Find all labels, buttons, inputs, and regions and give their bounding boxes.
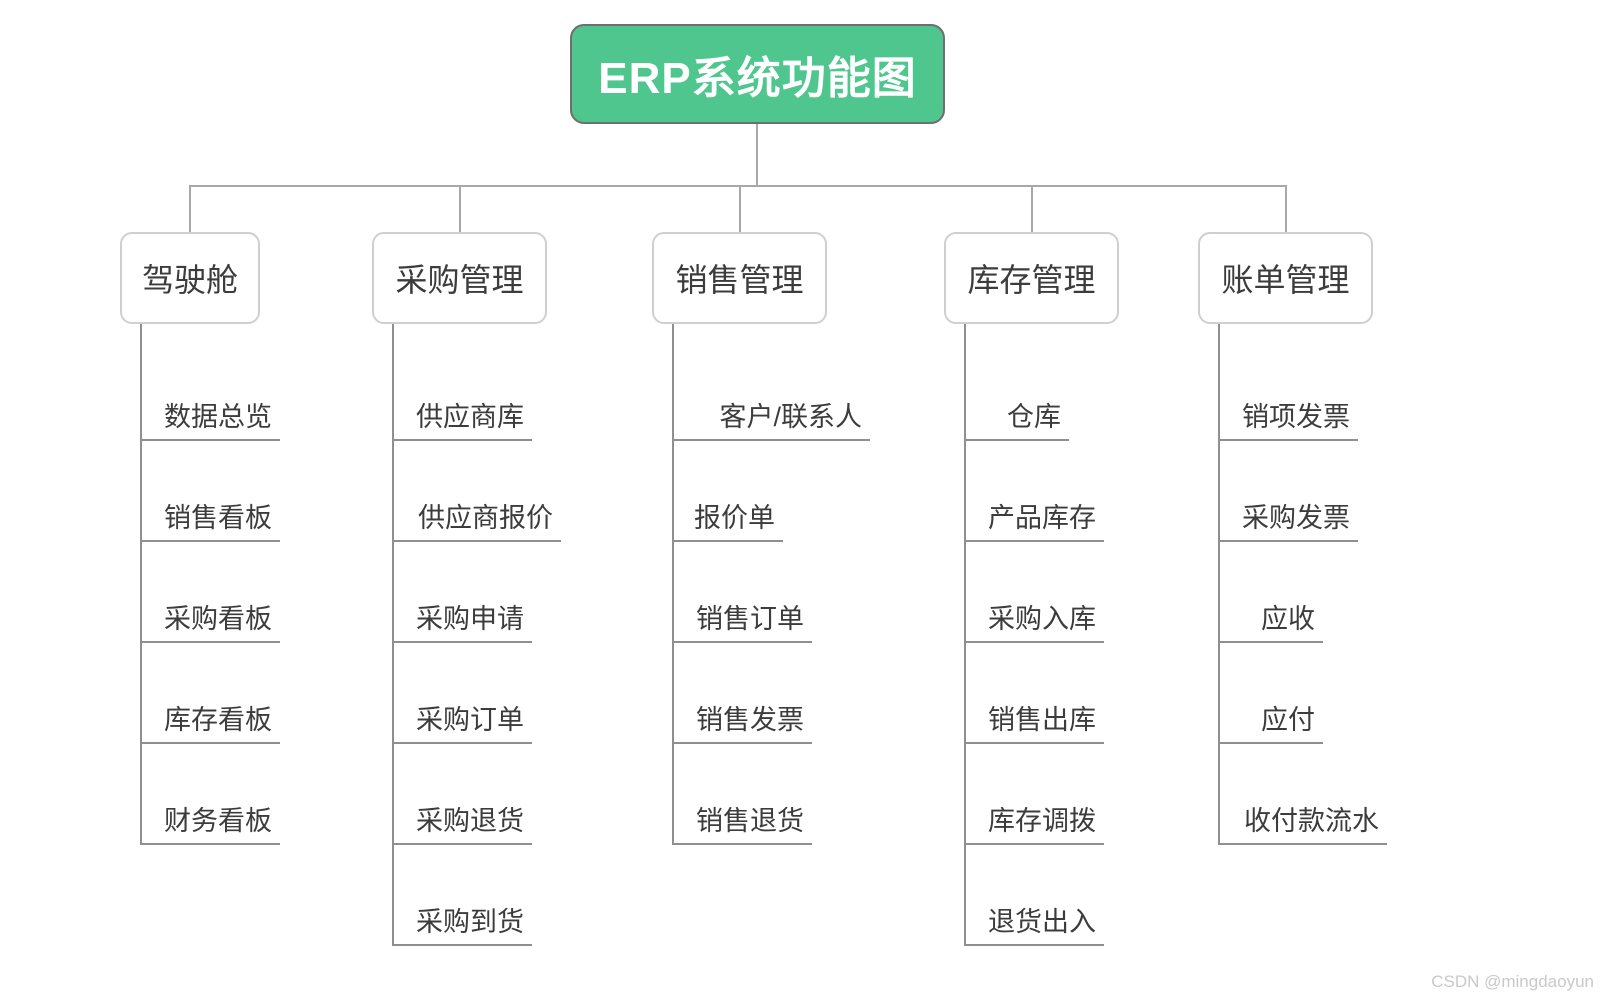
leaf-spine <box>140 340 142 845</box>
leaf-item[interactable]: 产品库存 <box>964 441 1104 542</box>
leaf-spine <box>964 340 966 946</box>
leaf-item-label: 客户/联系人 <box>719 402 862 433</box>
leaf-item-label: 退货出入 <box>988 907 1096 938</box>
branch-node-5[interactable]: 账单管理 <box>1198 232 1373 324</box>
leaf-item-label: 销售订单 <box>696 604 804 635</box>
leaf-item[interactable]: 库存调拨 <box>964 744 1104 845</box>
leaf-item-label: 采购订单 <box>416 705 524 736</box>
leaf-item[interactable]: 销售订单 <box>672 542 812 643</box>
leaf-item[interactable]: 采购申请 <box>392 542 532 643</box>
leaf-item[interactable]: 采购发票 <box>1218 441 1358 542</box>
branch-node-4[interactable]: 库存管理 <box>944 232 1119 324</box>
leaf-item-label: 销售退货 <box>696 806 804 837</box>
leaf-item[interactable]: 销售看板 <box>140 441 280 542</box>
leaf-item-label: 库存调拨 <box>988 806 1096 837</box>
leaf-spine <box>1218 340 1220 845</box>
leaf-item-label: 报价单 <box>694 503 775 534</box>
branch-drop-connector <box>1284 185 1287 232</box>
leaf-item-label: 财务看板 <box>164 806 272 837</box>
branch-spine-stem <box>964 324 966 340</box>
leaf-item-label: 采购发票 <box>1242 503 1350 534</box>
leaf-item[interactable]: 财务看板 <box>140 744 280 845</box>
leaf-item-label: 供应商报价 <box>418 503 553 534</box>
leaf-item[interactable]: 销售出库 <box>964 643 1104 744</box>
leaf-item[interactable]: 采购入库 <box>964 542 1104 643</box>
branch-drop-connector <box>1030 185 1033 232</box>
leaf-spine <box>672 340 674 845</box>
leaf-item[interactable]: 销项发票 <box>1218 340 1358 441</box>
diagram-title-node: ERP系统功能图 <box>570 24 945 124</box>
branch-drop-connector <box>189 185 191 232</box>
leaf-item-label: 采购看板 <box>164 604 272 635</box>
leaf-item[interactable]: 数据总览 <box>140 340 280 441</box>
leaf-item-label: 销项发票 <box>1242 402 1350 433</box>
branch-spine-stem <box>392 324 394 340</box>
branch-node-1[interactable]: 驾驶舱 <box>120 232 260 324</box>
branch-spine-stem <box>1218 324 1220 340</box>
leaf-item-label: 应付 <box>1261 705 1315 736</box>
branch-node-3[interactable]: 销售管理 <box>652 232 827 324</box>
leaf-item-label: 采购申请 <box>416 604 524 635</box>
watermark: CSDN @mingdaoyun <box>1431 972 1594 991</box>
leaf-item[interactable]: 报价单 <box>672 441 783 542</box>
branch-node-2[interactable]: 采购管理 <box>372 232 547 324</box>
leaf-item-label: 供应商库 <box>416 402 524 433</box>
leaf-item[interactable]: 应付 <box>1218 643 1323 744</box>
leaf-item-label: 销售出库 <box>988 705 1096 736</box>
branch-spine-stem <box>672 324 674 340</box>
leaf-item[interactable]: 供应商报价 <box>392 441 561 542</box>
root-stem-connector <box>756 124 758 185</box>
leaf-item-label: 销售看板 <box>164 503 272 534</box>
leaf-item[interactable]: 仓库 <box>964 340 1069 441</box>
leaf-spine <box>392 340 394 946</box>
branch-drop-connector <box>738 185 741 232</box>
leaf-item-label: 销售发票 <box>696 705 804 736</box>
branch-spine-stem <box>140 324 142 340</box>
leaf-item-label: 收付款流水 <box>1244 806 1379 837</box>
leaf-item-label: 应收 <box>1261 604 1315 635</box>
branch-drop-connector <box>458 185 461 232</box>
leaf-item-label: 仓库 <box>1007 402 1061 433</box>
leaf-item[interactable]: 采购订单 <box>392 643 532 744</box>
leaf-item-label: 采购退货 <box>416 806 524 837</box>
leaf-item-label: 数据总览 <box>164 402 272 433</box>
leaf-item[interactable]: 应收 <box>1218 542 1323 643</box>
leaf-item[interactable]: 采购到货 <box>392 845 532 946</box>
leaf-item[interactable]: 退货出入 <box>964 845 1104 946</box>
leaf-item[interactable]: 库存看板 <box>140 643 280 744</box>
leaf-item-label: 产品库存 <box>988 503 1096 534</box>
leaf-item-label: 采购入库 <box>988 604 1096 635</box>
leaf-item[interactable]: 销售退货 <box>672 744 812 845</box>
leaf-item[interactable]: 供应商库 <box>392 340 532 441</box>
leaf-item[interactable]: 销售发票 <box>672 643 812 744</box>
leaf-item[interactable]: 客户/联系人 <box>672 340 870 441</box>
leaf-item[interactable]: 采购退货 <box>392 744 532 845</box>
leaf-item-label: 库存看板 <box>164 705 272 736</box>
leaf-item[interactable]: 采购看板 <box>140 542 280 643</box>
leaf-item[interactable]: 收付款流水 <box>1218 744 1387 845</box>
leaf-item-label: 采购到货 <box>416 907 524 938</box>
